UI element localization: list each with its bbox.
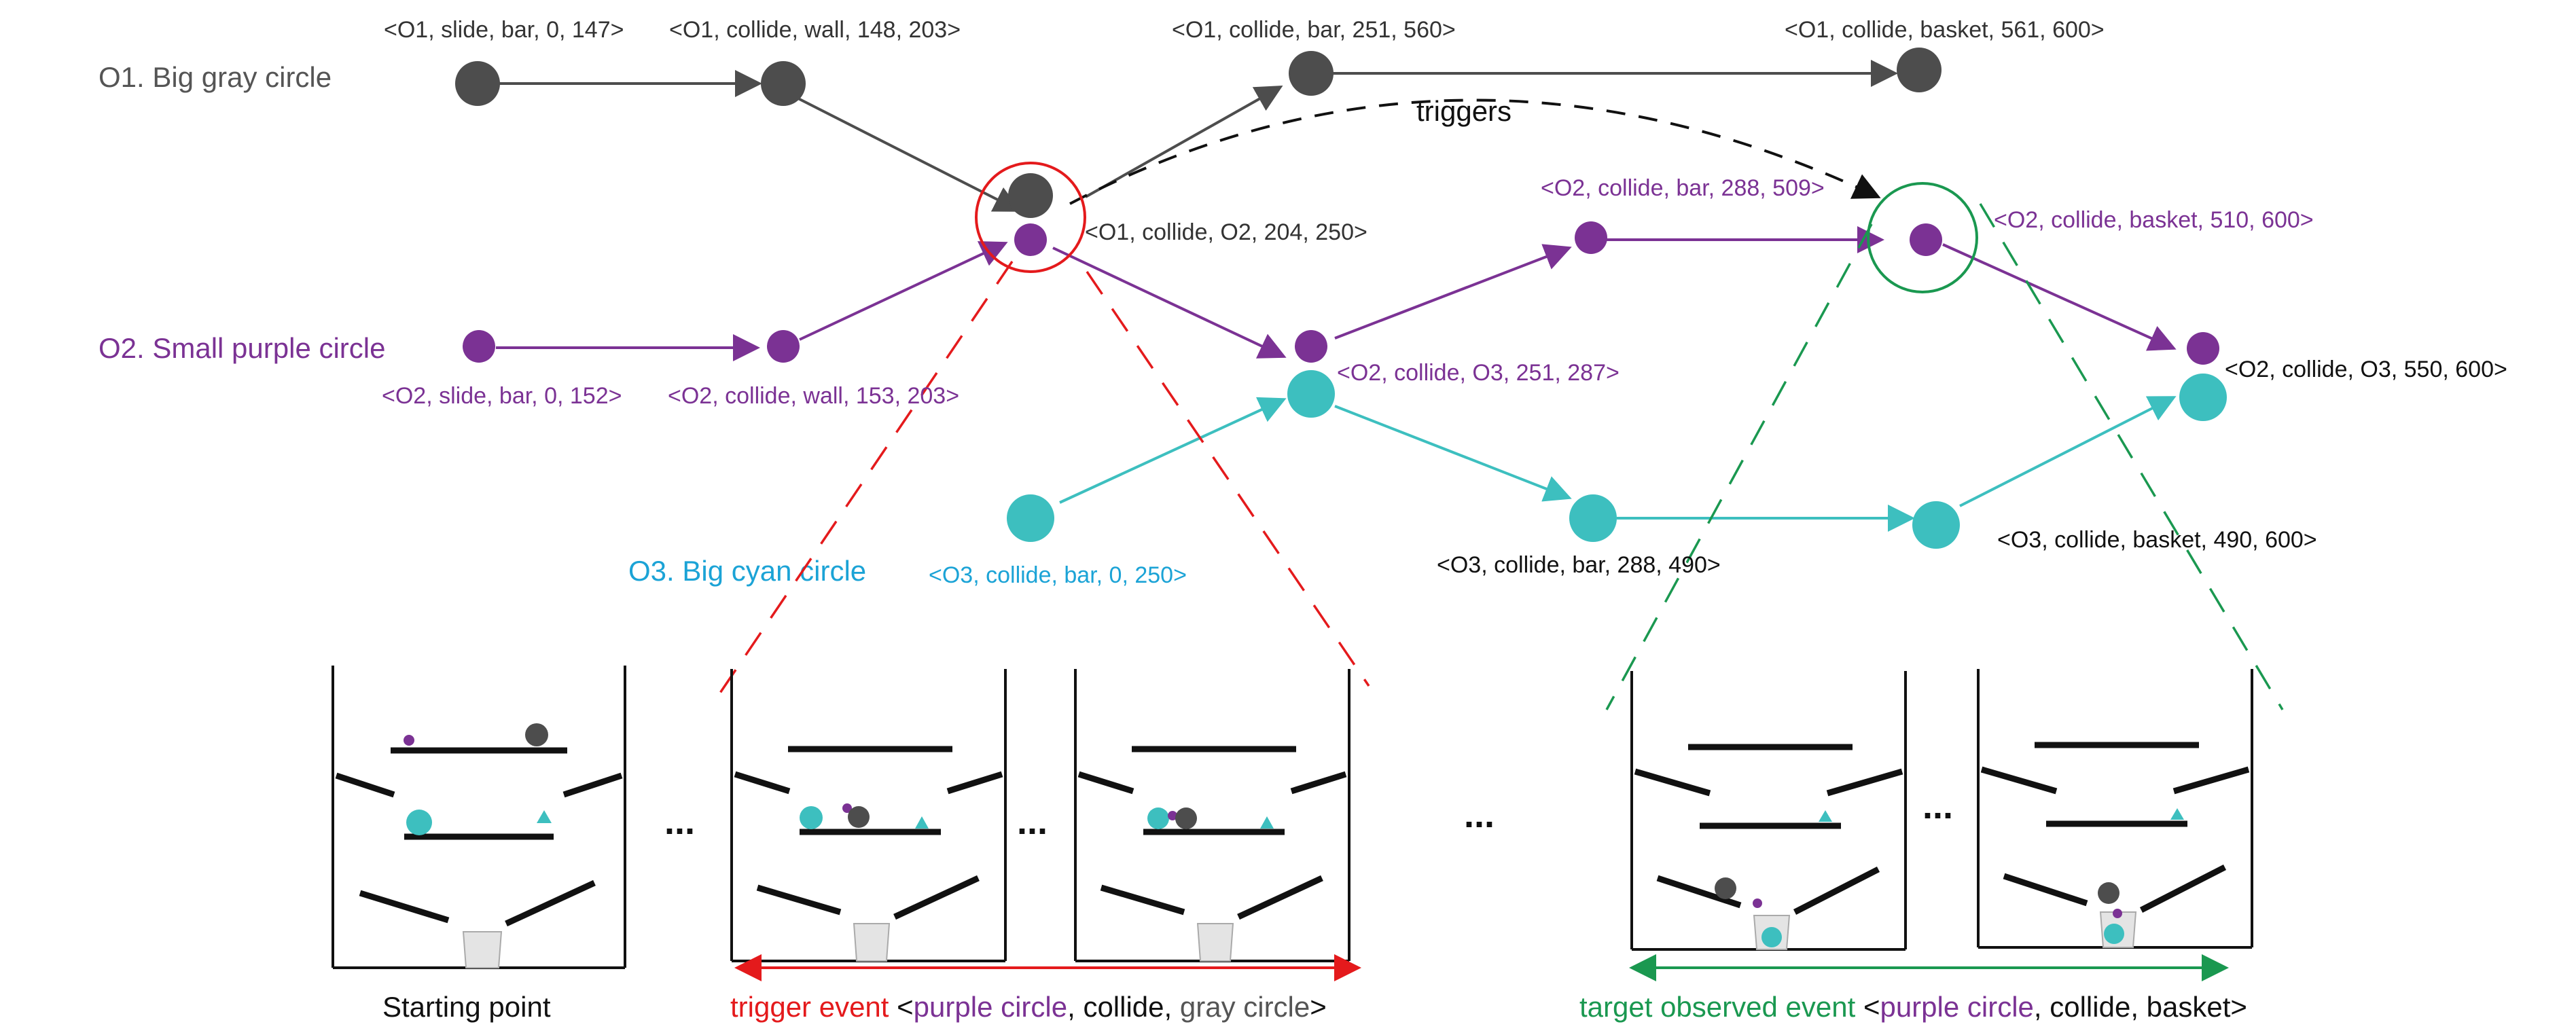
- node-o2-collide-o1: [1014, 223, 1047, 256]
- object-label-o2: O2. Small purple circle: [99, 332, 385, 364]
- event-label-o2-wall: <O2, collide, wall, 153, 203>: [668, 383, 959, 409]
- object-label-o3: O3. Big cyan circle: [628, 555, 866, 587]
- node-o2-bar: [1575, 221, 1607, 254]
- node-o2-basket: [1910, 223, 1942, 256]
- red-zoom-line-left: [712, 261, 1014, 704]
- node-o2-slide: [463, 330, 495, 363]
- scene-panel-4: [1630, 671, 1907, 951]
- caption-trigger-close: >: [1310, 991, 1327, 1023]
- caption-trigger-head: trigger event: [730, 991, 897, 1023]
- o1-nodes: [455, 48, 1942, 218]
- event-label-o1-bar: <O1, collide, bar, 251, 560>: [1172, 17, 1456, 43]
- scene-panel-start: [332, 666, 626, 969]
- caption-trigger-obj1: purple circle: [914, 991, 1067, 1023]
- ellipsis-4: ...: [1922, 786, 1953, 827]
- o3-edges: [1059, 396, 2177, 532]
- event-label-o1-wall: <O1, collide, wall, 148, 203>: [669, 17, 961, 43]
- caption-target-event: target observed event <purple circle, co…: [1579, 991, 2247, 1023]
- caption-target-mid: , collide, basket: [2034, 991, 2231, 1023]
- edge-o2-o3-bar: [1334, 244, 1572, 340]
- node-o2-wall: [767, 330, 800, 363]
- event-label-o2-basket: <O2, collide, basket, 510, 600>: [1994, 207, 2314, 233]
- node-o1-basket: [1897, 48, 1942, 92]
- trigger-event-ring: [975, 162, 1086, 273]
- node-o1-bar: [1289, 51, 1334, 96]
- node-o2-collide-o3-b: [2187, 332, 2219, 365]
- event-label-o2-slide: <O2, slide, bar, 0, 152>: [382, 383, 622, 409]
- node-o1-collide-o2: [1008, 173, 1053, 218]
- ellipsis-1: ...: [664, 801, 695, 842]
- event-label-o1-basket: <O1, collide, basket, 561, 600>: [1785, 17, 2105, 43]
- object-label-o1: O1. Big gray circle: [99, 61, 332, 93]
- edge-o2-collide-o3: [1052, 247, 1287, 359]
- node-o3-bar288: [1569, 494, 1617, 542]
- edge-o2-basket-o3: [1942, 243, 2177, 351]
- scene-panel-3: [1074, 669, 1350, 962]
- edge-o2-wall-collide: [799, 241, 1008, 341]
- node-o2-collide-o3-a: [1295, 330, 1327, 363]
- triggers-label: triggers: [1416, 95, 1511, 127]
- node-o1-wall: [761, 61, 806, 106]
- ellipsis-3: ...: [1464, 795, 1495, 835]
- edge-o1-wall-collide: [798, 97, 1022, 212]
- caption-target-obj1: purple circle: [1880, 991, 2033, 1023]
- event-label-o2-o3-b: <O2, collide, O3, 550, 600>: [2225, 357, 2507, 382]
- scene-panel-5: [1977, 669, 2253, 949]
- node-o3-collide-o2-b: [2179, 374, 2227, 421]
- event-label-o3-bar288: <O3, collide, bar, 288, 490>: [1437, 552, 1721, 578]
- caption-target-open: <: [1863, 991, 1880, 1023]
- caption-trigger-obj2: gray circle: [1180, 991, 1310, 1023]
- o2-nodes: [463, 221, 2219, 365]
- node-o3-basket: [1912, 501, 1960, 549]
- caption-target-head: target observed event: [1579, 991, 1863, 1023]
- target-event-ring: [1867, 182, 1978, 293]
- caption-starting-point: Starting point: [382, 991, 551, 1023]
- edge-o1-collide-bar: [1085, 86, 1283, 198]
- red-zoom-line-right: [1086, 271, 1370, 687]
- caption-target-close: >: [2230, 991, 2247, 1023]
- event-label-o2-bar: <O2, collide, bar, 288, 509>: [1541, 175, 1825, 201]
- edge-o3-bar0-collide: [1059, 397, 1287, 504]
- event-label-o3-basket: <O3, collide, basket, 490, 600>: [1997, 527, 2317, 553]
- green-zoom-line-left: [1605, 223, 1873, 710]
- event-label-o1-slide: <O1, slide, bar, 0, 147>: [384, 17, 624, 43]
- caption-trigger-event: trigger event <purple circle, collide, g…: [730, 991, 1327, 1023]
- scene-panel-2: [730, 669, 1007, 962]
- event-label-o2-o3-a: <O2, collide, O3, 251, 287>: [1337, 360, 1620, 386]
- node-o3-bar0: [1007, 494, 1054, 542]
- node-o3-collide-o2-a: [1287, 370, 1335, 418]
- caption-trigger-open: <: [897, 991, 914, 1023]
- caption-trigger-mid: , collide,: [1067, 991, 1180, 1023]
- o3-nodes: [1007, 370, 2227, 549]
- edge-o3-collide-bar: [1334, 405, 1572, 502]
- ellipsis-2: ...: [1017, 801, 1048, 842]
- event-label-o1-o2: <O1, collide, O2, 204, 250>: [1085, 219, 1367, 245]
- event-label-o3-bar0: <O3, collide, bar, 0, 250>: [929, 562, 1187, 588]
- edge-o3-basket-o2: [1959, 396, 2177, 507]
- green-zoom-line-right: [1979, 203, 2284, 710]
- o2-edges: [496, 226, 2177, 361]
- node-o1-slide: [455, 61, 500, 106]
